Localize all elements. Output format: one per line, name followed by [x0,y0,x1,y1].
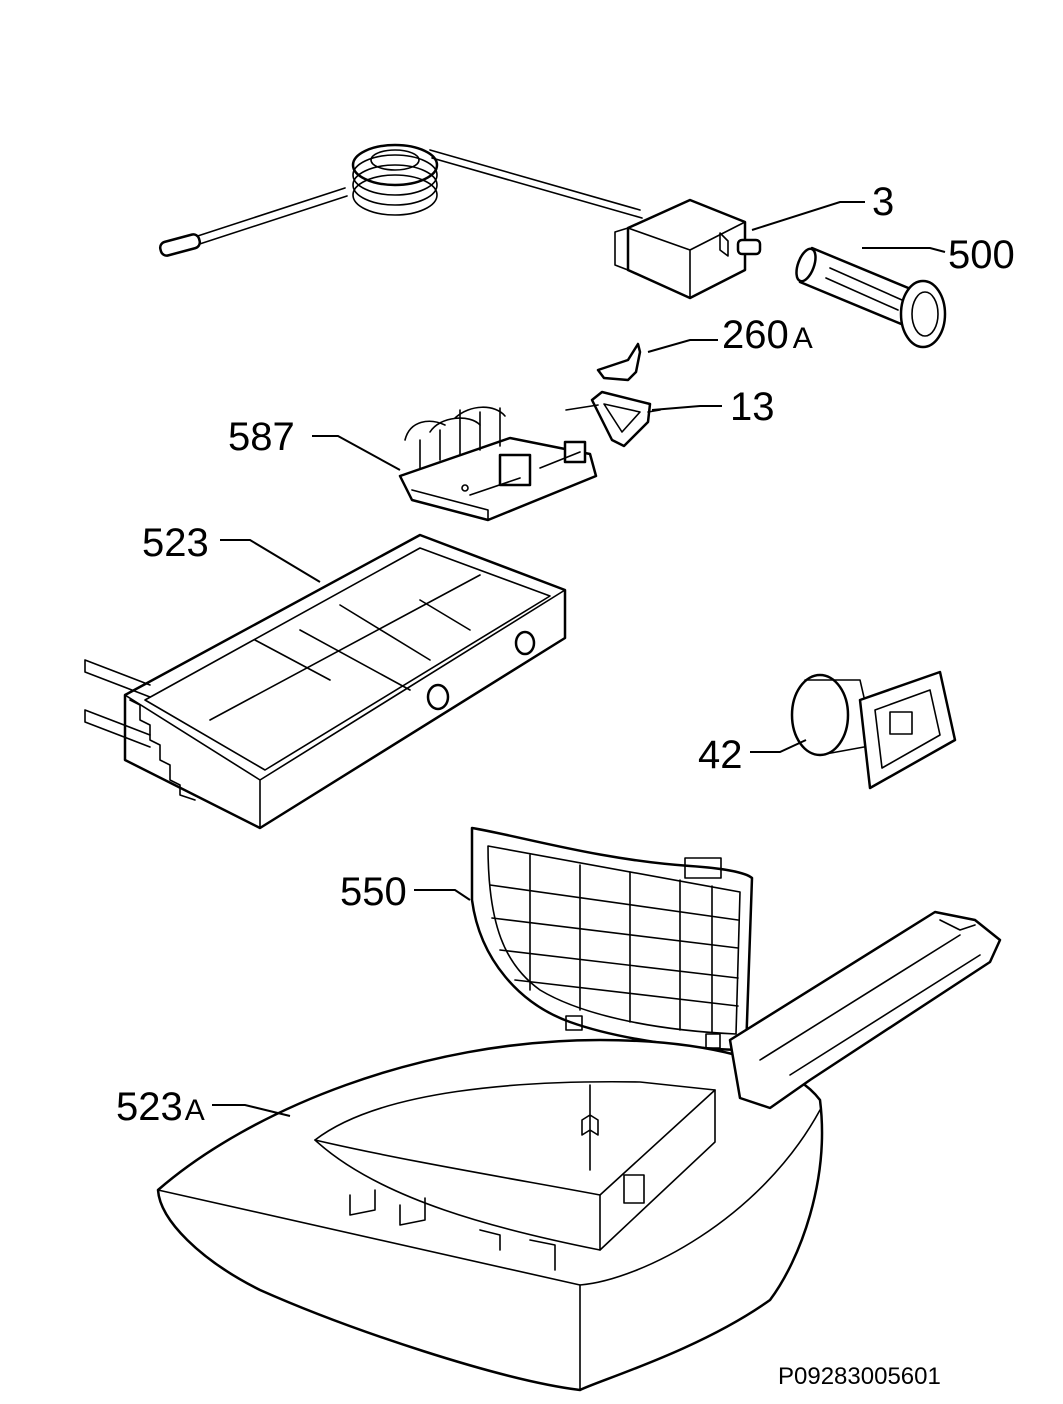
leader-lines [212,201,946,1117]
leader-587 [312,435,401,471]
grille-part [470,826,754,1052]
label-550: 550 [340,870,407,914]
bracket-part [565,390,661,448]
drawing-code: P09283005601 [778,1363,941,1390]
label-523: 523 [142,521,209,565]
leader-260a [647,339,718,353]
label-500: 500 [948,233,1015,277]
leader-3 [751,201,865,231]
leader-523 [220,539,321,583]
label-42: 42 [698,733,743,777]
leader-500 [862,247,946,253]
lamp-socket-part [790,670,957,790]
lamp-housing-part [84,533,567,830]
label-3: 3 [872,180,894,224]
lamp-holder-part [398,406,598,522]
label-13: 13 [730,385,775,429]
leader-550 [414,889,471,901]
thermostat-part [158,143,762,300]
spring-clip-part [596,342,642,382]
knob-part [795,246,947,349]
label-587: 587 [228,415,295,459]
leader-523a [212,1104,291,1117]
label-523a: 523A [116,1085,205,1129]
lamp-cover-part [156,910,1002,1392]
leader-42 [750,739,807,753]
leader-13 [651,405,722,411]
